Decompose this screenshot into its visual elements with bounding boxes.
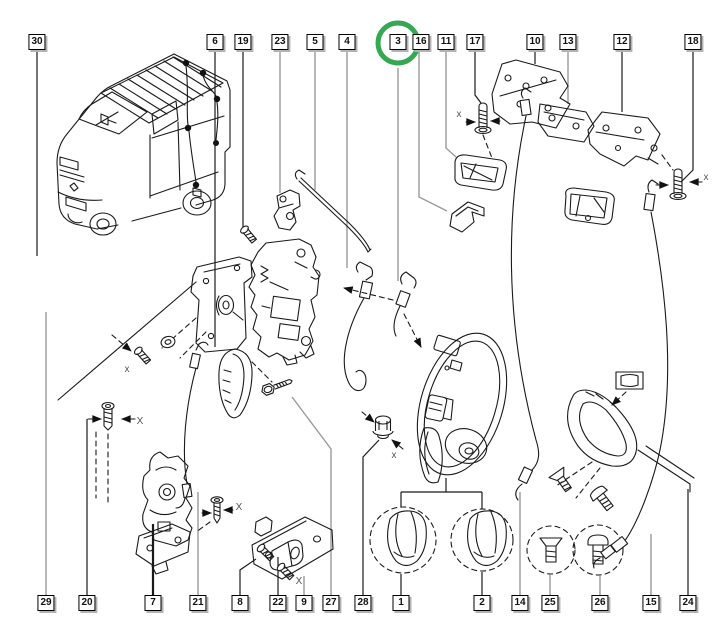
callout-5[interactable]: 5 <box>306 34 324 50</box>
svg-text:X: X <box>137 416 144 427</box>
screw-9 <box>276 562 295 581</box>
callout-16[interactable]: 16 <box>412 34 430 50</box>
callout-21[interactable]: 21 <box>189 595 207 611</box>
cup-connector-lines <box>400 478 483 509</box>
exterior-handle-assembly <box>416 332 508 484</box>
svg-text:x: x <box>125 364 130 375</box>
latch-base-plate-7 <box>135 523 191 575</box>
van-illustration <box>56 53 231 236</box>
callout-9[interactable]: 9 <box>295 595 313 611</box>
x-dimension-markers: x X X X x x x <box>125 109 709 587</box>
countersunk-bolt <box>548 466 572 493</box>
callout-25[interactable]: 25 <box>541 595 559 611</box>
callout-11[interactable]: 11 <box>437 34 455 50</box>
callout-3-highlighted[interactable]: 3 <box>389 34 407 50</box>
svg-text:x: x <box>457 109 462 120</box>
cable-15 <box>593 179 669 569</box>
lower-latch-assembly <box>142 451 193 547</box>
screw-19 <box>240 225 257 244</box>
screw-with-x-latch <box>195 496 234 533</box>
bracket-12 <box>587 111 674 171</box>
screw-25 <box>526 525 576 575</box>
clip-16 <box>449 201 485 233</box>
callout-6[interactable]: 6 <box>206 34 224 50</box>
callout-14[interactable]: 14 <box>511 595 529 611</box>
callout-18[interactable]: 18 <box>684 34 702 50</box>
cable-14 <box>510 87 540 501</box>
pointer-arrows <box>343 286 422 348</box>
rubber-tray-13 <box>564 187 615 225</box>
screw-20 <box>87 401 136 507</box>
callout-1[interactable]: 1 <box>392 595 410 611</box>
screw-26 <box>572 524 624 576</box>
stud-screw-18 <box>655 168 703 201</box>
grommet <box>160 335 176 349</box>
nut-28 <box>361 411 404 450</box>
callout-22[interactable]: 22 <box>269 595 287 611</box>
lock-mounting-plate <box>161 256 253 359</box>
handle-cable <box>175 341 209 509</box>
callout-26[interactable]: 26 <box>591 595 609 611</box>
rubber-tray-11 <box>454 154 507 191</box>
release-cable-4 <box>343 261 374 392</box>
screw-8 <box>256 543 275 562</box>
callout-4[interactable]: 4 <box>338 34 356 50</box>
hex-bolt-27 <box>261 378 293 396</box>
callout-10[interactable]: 10 <box>526 34 544 50</box>
bezel-clip-plate <box>611 371 644 406</box>
callout-28[interactable]: 28 <box>354 595 372 611</box>
interior-handle-lever <box>218 348 253 419</box>
callout-27[interactable]: 27 <box>322 595 340 611</box>
interior-bezel <box>555 389 638 499</box>
callout-15[interactable]: 15 <box>642 595 660 611</box>
svg-text:X: X <box>236 502 243 513</box>
callout-17[interactable]: 17 <box>466 34 484 50</box>
handle-cup-1 <box>369 506 437 574</box>
callout-29[interactable]: 29 <box>37 595 55 611</box>
svg-text:x: x <box>392 450 397 461</box>
handle-cup-2 <box>450 508 514 572</box>
hex-flange-bolt <box>589 485 614 512</box>
callout-7[interactable]: 7 <box>144 595 162 611</box>
leader-lines <box>36 50 694 595</box>
callout-8[interactable]: 8 <box>231 595 249 611</box>
callout-12[interactable]: 12 <box>613 34 631 50</box>
callout-30[interactable]: 30 <box>28 34 46 50</box>
screw-with-x-left <box>133 346 152 365</box>
callout-19[interactable]: 19 <box>234 34 252 50</box>
door-panel-corner <box>637 445 695 493</box>
bracket-13 <box>537 103 595 143</box>
callout-2[interactable]: 2 <box>473 595 491 611</box>
svg-text:x: x <box>704 172 709 183</box>
svg-text:X: X <box>296 576 303 587</box>
door-lock-assembly <box>248 238 321 383</box>
striker-bracket-22 <box>251 516 334 580</box>
callout-23[interactable]: 23 <box>271 34 289 50</box>
bracket-23 <box>273 189 301 231</box>
callout-20[interactable]: 20 <box>78 595 96 611</box>
bracket-10 <box>491 59 571 129</box>
stud-screw-17 <box>465 102 501 159</box>
rod-5 <box>294 169 372 253</box>
callout-13[interactable]: 13 <box>559 34 577 50</box>
release-cable-3-highlighted-part <box>393 271 417 337</box>
callout-24[interactable]: 24 <box>679 595 697 611</box>
